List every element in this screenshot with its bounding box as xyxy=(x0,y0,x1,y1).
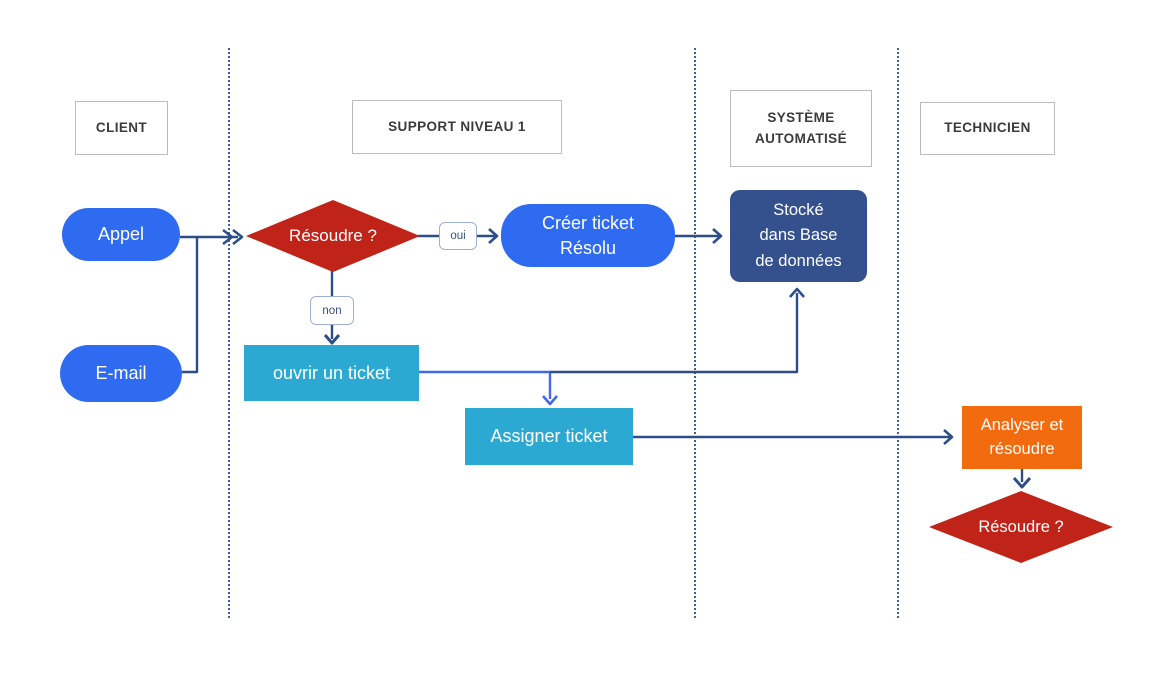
node-assigner-ticket: Assigner ticket xyxy=(465,408,633,465)
decision-resoudre-2: Résoudre ? xyxy=(929,491,1113,563)
node-ouvrir-un-ticket: ouvrir un ticket xyxy=(244,345,419,401)
connector-appel-resoudre xyxy=(180,228,244,246)
node-email: E-mail xyxy=(60,345,182,402)
connector-email-junction xyxy=(182,238,199,374)
node-stocke-base-de-donnees: Stocké dans Base de données xyxy=(730,190,867,282)
edge-label-non: non xyxy=(310,296,354,325)
lane-header-support-niveau-1: SUPPORT NIVEAU 1 xyxy=(352,100,562,154)
connector-resoudre-non-ouvrir xyxy=(323,270,341,345)
lane-divider-2 xyxy=(694,48,696,618)
connector-resoudre-oui-creer xyxy=(418,228,499,244)
node-appel: Appel xyxy=(62,208,180,261)
connector-assigner-analyser xyxy=(633,429,954,445)
node-creer-ticket-resolu: Créer ticket Résolu xyxy=(501,204,675,267)
connector-analyser-resoudre2 xyxy=(1012,469,1032,489)
lane-divider-3 xyxy=(897,48,899,618)
lane-divider-1 xyxy=(228,48,230,618)
lane-header-systeme-automatise: SYSTÈME AUTOMATISÉ xyxy=(730,90,872,167)
node-analyser-et-resoudre: Analyser et résoudre xyxy=(962,406,1082,469)
decision-label: Résoudre ? xyxy=(289,226,377,245)
diamond-shape xyxy=(246,200,420,272)
lane-header-technicien: TECHNICIEN xyxy=(920,102,1055,155)
edge-label-oui: oui xyxy=(439,222,477,250)
lane-header-client: CLIENT xyxy=(75,101,168,155)
connector-creer-stocke xyxy=(675,228,723,244)
decision-label: Résoudre ? xyxy=(978,517,1064,536)
decision-resoudre-1: Résoudre ? xyxy=(246,200,420,272)
connector-ouvrir-assigner xyxy=(419,370,558,406)
connector-ouvrir-stocke xyxy=(550,287,805,374)
diamond-shape xyxy=(929,491,1113,563)
